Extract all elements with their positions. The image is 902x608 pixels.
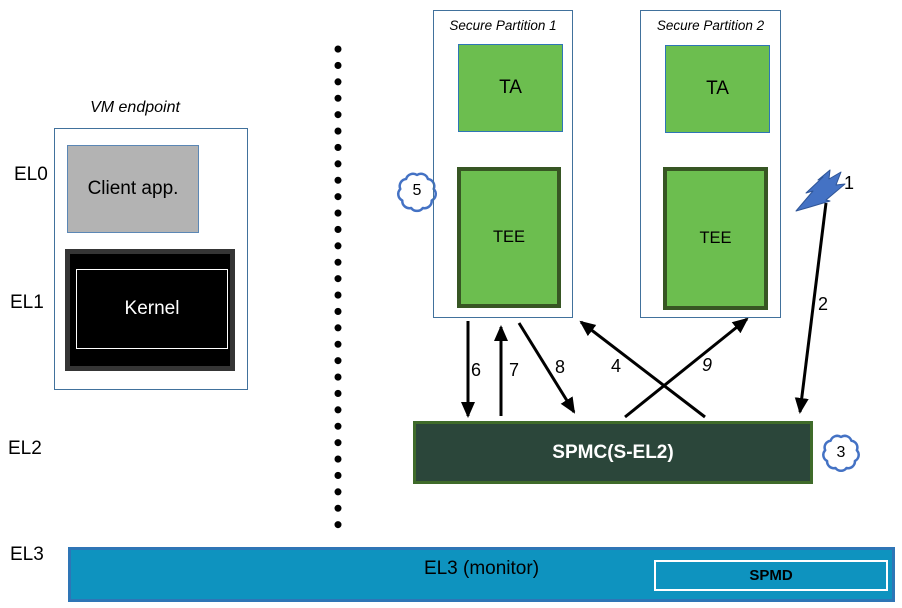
flow-label-1: 1	[843, 173, 854, 193]
el3-monitor-bar: EL3 (monitor)	[68, 547, 895, 602]
partition-1-tee-box: TEE	[457, 167, 561, 308]
el3-monitor-label: EL3 (monitor)	[423, 558, 540, 579]
client-app-box: Client app.	[67, 145, 199, 233]
spmc-bar: SPMC(S-EL2)	[413, 421, 813, 484]
partition-1-tee-label: TEE	[492, 228, 526, 246]
arrow-4-line	[579, 320, 706, 419]
vm-endpoint-title: VM endpoint	[90, 99, 180, 116]
kernel-box: Kernel	[76, 269, 228, 349]
client-app-label: Client app.	[87, 178, 179, 199]
flow-label-9: 9	[701, 355, 712, 375]
flow-label-7: 7	[508, 360, 519, 380]
flow-label-2: 2	[817, 294, 828, 314]
partition-2-ta-label: TA	[706, 78, 729, 99]
flow-label-6: 6	[470, 360, 481, 380]
kernel-label: Kernel	[124, 298, 180, 319]
secure-partition-1-box: Secure Partition 1	[433, 10, 573, 318]
partition-1-ta-box: TA	[458, 44, 563, 132]
secure-partition-2-box: Secure Partition 2	[640, 10, 781, 318]
flow-label-4: 4	[610, 356, 621, 376]
el0-label: EL0	[14, 164, 48, 185]
partition-2-ta-box: TA	[665, 45, 770, 133]
partition-2-tee-label: TEE	[699, 229, 732, 247]
spmd-box: SPMD	[654, 560, 888, 591]
secure-partition-1-title: Secure Partition 1	[449, 18, 557, 33]
partition-1-ta-label: TA	[499, 77, 522, 98]
spmc-label: SPMC(S-EL2)	[552, 441, 674, 463]
flow-label-8: 8	[554, 357, 565, 377]
partition-2-tee-box: TEE	[663, 167, 768, 310]
el2-label: EL2	[8, 438, 42, 459]
spmd-label: SPMD	[749, 567, 793, 584]
arrow-9-line	[624, 317, 749, 419]
cloud-label-5: 5	[412, 182, 422, 199]
el3-label: EL3	[10, 544, 44, 565]
cloud-label-3: 3	[836, 444, 846, 461]
secure-partition-2-title: Secure Partition 2	[656, 18, 765, 33]
el1-label: EL1	[10, 292, 44, 313]
